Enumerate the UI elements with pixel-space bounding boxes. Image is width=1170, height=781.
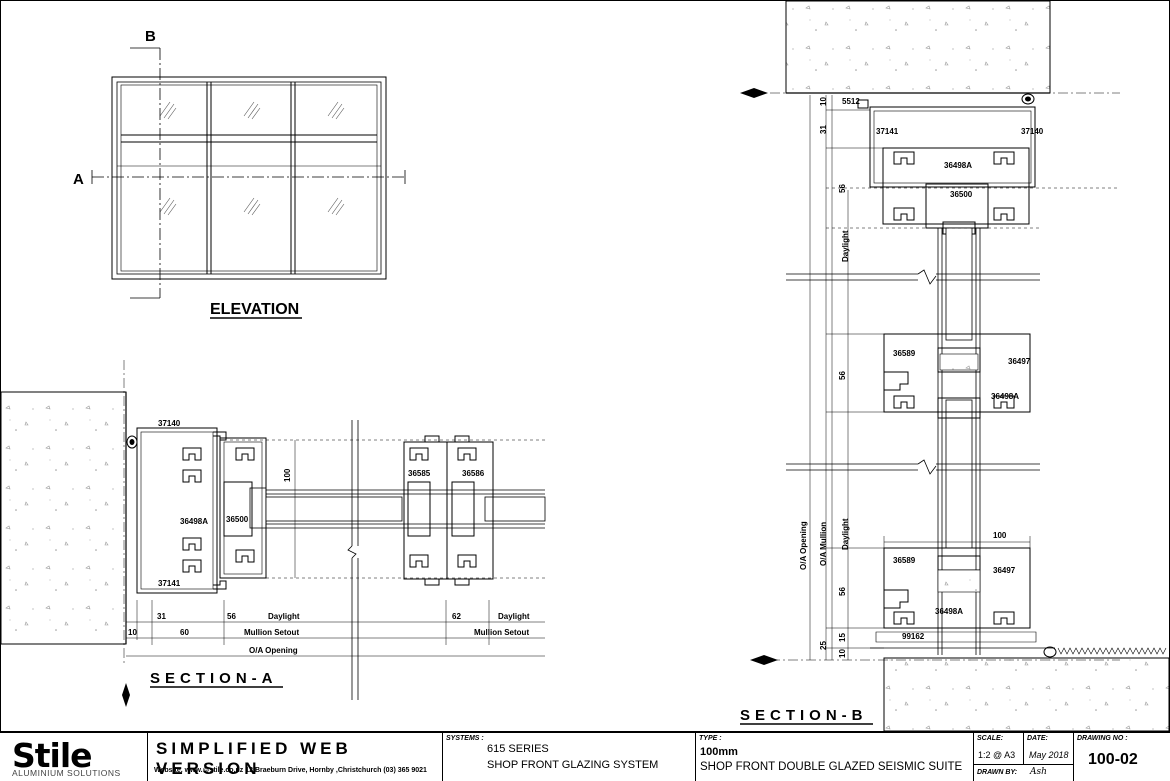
section-a-title: SECTION-A <box>150 670 278 687</box>
part-37141-b: 37141 <box>876 127 899 136</box>
daylight-label-a2: Daylight <box>498 612 530 621</box>
dim-62-a: 62 <box>452 612 461 621</box>
drawing-no-value: 100-02 <box>1088 751 1138 768</box>
part-36500-a: 36500 <box>226 515 249 524</box>
logo-subtitle: ALUMINIUM SOLUTIONS <box>12 768 121 778</box>
type-label: TYPE : <box>699 735 722 742</box>
oa-opening-label-b: O/A Opening <box>799 521 808 570</box>
part-37141-a: 37141 <box>158 579 181 588</box>
elevation-marker-b: B <box>145 28 156 45</box>
part-37140-a: 37140 <box>158 419 181 428</box>
heading-cell: SIMPLIFIED WEB VERSION Website. www.@sti… <box>147 733 442 781</box>
part-5512: 5512 <box>842 97 860 106</box>
type-cell: TYPE : 100mm SHOP FRONT DOUBLE GLAZED SE… <box>695 733 973 781</box>
website-line: Website. www.@stile.co.nz 12 Braeburn Dr… <box>154 767 427 774</box>
part-36498a-b-bot: 36498A <box>935 607 963 616</box>
elevation-view <box>91 47 406 299</box>
section-b-labels: 5512 37141 37140 36498A 36500 36589 3649… <box>799 97 1044 658</box>
dim-56-a: 56 <box>227 612 236 621</box>
dim-31-a: 31 <box>157 612 166 621</box>
type-line1: 100mm <box>700 746 738 758</box>
section-b-view <box>740 0 1170 732</box>
scale-label: SCALE: <box>977 735 1004 742</box>
drawing-no-cell: DRAWING NO : 100-02 <box>1073 733 1170 781</box>
systems-label: SYSTEMS : <box>446 735 484 742</box>
elevation-marker-a: A <box>73 171 84 188</box>
part-36589-b-bot: 36589 <box>893 556 916 565</box>
stile-logo: Stile <box>12 736 93 775</box>
section-a-labels: 37140 36498A 37141 36500 36585 36586 100… <box>128 419 530 655</box>
mullion-setout-label-a1: Mullion Setout <box>244 628 299 637</box>
daylight-label-a1: Daylight <box>268 612 300 621</box>
part-36498a-b-top: 36498A <box>944 161 972 170</box>
drawn-by-value: Ash <box>1030 767 1047 777</box>
dim-15-b: 15 <box>838 633 847 642</box>
part-36500-b: 36500 <box>950 190 973 199</box>
elevation-title: ELEVATION <box>210 301 299 318</box>
daylight-label-b-bot: Daylight <box>841 518 850 550</box>
systems-cell: SYSTEMS : 615 SERIES SHOP FRONT GLAZING … <box>442 733 695 781</box>
dim-10-b-top: 10 <box>819 97 828 106</box>
daylight-label-b-top: Daylight <box>841 230 850 262</box>
drawn-by-label: DRAWN BY: <box>977 769 1018 776</box>
dim-60-a: 60 <box>180 628 189 637</box>
logo-cell: Stile ALUMINIUM SOLUTIONS <box>0 733 147 781</box>
drawing-no-label: DRAWING NO : <box>1077 735 1128 742</box>
part-36585: 36585 <box>408 469 431 478</box>
part-36498a-b-mid: 36498A <box>991 392 1019 401</box>
dim-56-b-top: 56 <box>838 184 847 193</box>
dim-10-a: 10 <box>128 628 137 637</box>
heading: SIMPLIFIED WEB VERSION <box>156 739 352 778</box>
mullion-setout-label-a2: Mullion Setout <box>474 628 529 637</box>
type-line2: SHOP FRONT DOUBLE GLAZED SEISMIC SUITE <box>700 761 963 773</box>
section-a-view <box>0 360 546 707</box>
oa-opening-label-a: O/A Opening <box>249 646 298 655</box>
drawing-canvas: A B ELEVATION <box>0 0 1170 732</box>
part-99162: 99162 <box>902 632 925 641</box>
section-b-title: SECTION-B <box>740 707 868 724</box>
dim-100-a: 100 <box>283 468 292 482</box>
part-36586: 36586 <box>462 469 485 478</box>
oa-mullion-label-b: O/A Mullion <box>819 522 828 566</box>
dim-56-b-mid: 56 <box>838 371 847 380</box>
dim-56-b-bot: 56 <box>838 587 847 596</box>
title-block: Stile ALUMINIUM SOLUTIONS SIMPLIFIED WEB… <box>0 732 1170 781</box>
part-36498a-a: 36498A <box>180 517 208 526</box>
systems-line1: 615 SERIES <box>487 743 549 755</box>
date-label: DATE: <box>1027 735 1048 742</box>
part-37140-b: 37140 <box>1021 127 1044 136</box>
systems-line2: SHOP FRONT GLAZING SYSTEM <box>487 759 659 771</box>
part-36497-b-bot: 36497 <box>993 566 1016 575</box>
drawn-by-cell: DRAWN BY: Ash <box>973 765 1073 781</box>
part-36589-b-mid: 36589 <box>893 349 916 358</box>
part-36497-b-mid: 36497 <box>1008 357 1031 366</box>
dim-31-b: 31 <box>819 125 828 134</box>
dim-10-b-bot: 10 <box>838 649 847 658</box>
scale-value: 1:2 @ A3 <box>978 750 1016 760</box>
date-cell: DATE: May 2018 <box>1023 733 1073 765</box>
dim-25-b: 25 <box>819 641 828 650</box>
date-value: May 2018 <box>1029 750 1069 760</box>
scale-cell: SCALE: 1:2 @ A3 <box>973 733 1023 765</box>
dim-100-b: 100 <box>993 531 1007 540</box>
